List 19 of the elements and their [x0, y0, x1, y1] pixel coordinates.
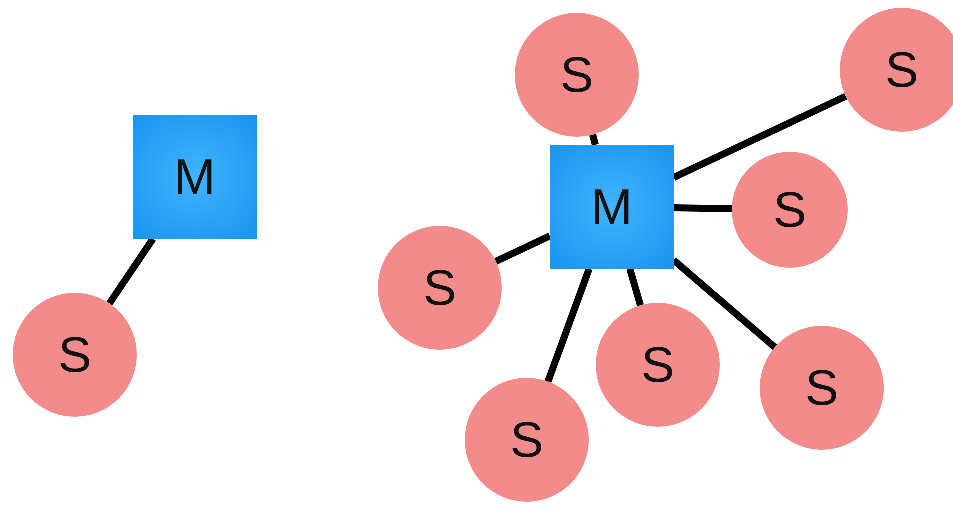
master-box	[550, 145, 674, 269]
node-label: M	[591, 182, 633, 232]
connector-line	[672, 93, 848, 181]
connector-line	[590, 134, 599, 146]
node-label: S	[560, 50, 594, 100]
node-label: S	[58, 330, 92, 380]
connector-line	[674, 204, 732, 213]
connector-line	[626, 268, 644, 306]
node-label: S	[423, 263, 457, 313]
node-label: S	[641, 340, 675, 390]
node-label: S	[805, 363, 839, 413]
node-label: S	[773, 185, 807, 235]
connector-line	[494, 233, 552, 265]
node-label: M	[174, 152, 216, 202]
node-label: S	[885, 45, 919, 95]
connector-line	[544, 268, 593, 383]
connector-line	[106, 237, 156, 306]
node-label: S	[510, 415, 544, 465]
master-box	[133, 115, 257, 239]
